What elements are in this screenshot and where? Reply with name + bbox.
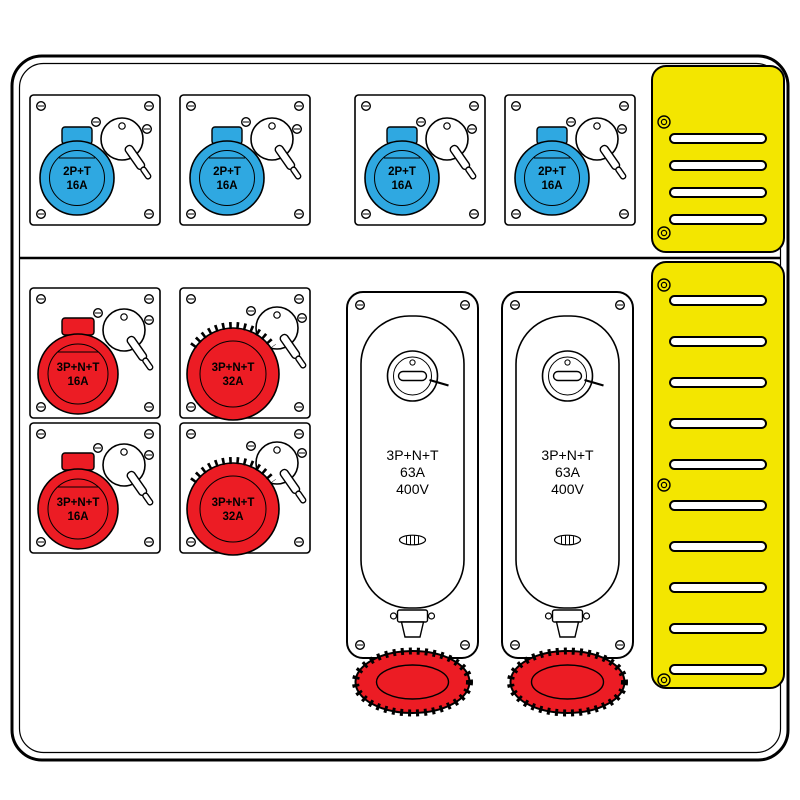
socket-label: 16A	[541, 180, 562, 192]
blue-socket-module-4: 2P+T 16A	[505, 95, 635, 225]
breaker-label: 400V	[551, 481, 584, 497]
vent-slot-icon	[669, 582, 767, 593]
socket-label: 3P+N+T	[57, 362, 100, 374]
breaker-label: 63A	[400, 464, 426, 480]
vent-panel	[651, 65, 785, 689]
vent-slot-icon	[669, 664, 767, 675]
socket-label: 16A	[67, 376, 88, 388]
vent-slot-icon	[669, 336, 767, 347]
socket-label: 16A	[391, 180, 412, 192]
blue-socket-module-1: 2P+T 16A	[30, 95, 160, 225]
breaker-label: 63A	[555, 464, 581, 480]
red-socket-module-16a-1: 3P+N+T 16A	[30, 288, 160, 418]
socket-label: 2P+T	[213, 166, 241, 178]
red-socket-module-32a-1: 3P+N+T 32A	[180, 288, 310, 420]
breaker-label: 3P+N+T	[386, 447, 439, 463]
breaker-label: 3P+N+T	[541, 447, 594, 463]
socket-label: 2P+T	[63, 166, 91, 178]
socket-label: 2P+T	[388, 166, 416, 178]
socket-label: 3P+N+T	[57, 497, 100, 509]
vent-panel-top	[651, 65, 785, 253]
socket-label: 3P+N+T	[212, 362, 255, 374]
socket-label: 2P+T	[538, 166, 566, 178]
breaker-body	[347, 292, 478, 713]
socket-label: 16A	[66, 180, 87, 192]
breaker-module-63a-1: 3P+N+T 63A 400V	[347, 292, 478, 713]
vent-slot-icon	[669, 459, 767, 470]
breaker-body	[502, 292, 633, 713]
vent-slot-icon	[669, 500, 767, 511]
vent-panel-bottom	[651, 261, 785, 689]
vent-slot-icon	[669, 377, 767, 388]
breaker-label: 400V	[396, 481, 429, 497]
vent-slot-icon	[669, 623, 767, 634]
vent-slot-icon	[669, 187, 767, 198]
socket-label: 3P+N+T	[212, 497, 255, 509]
socket-label: 16A	[216, 180, 237, 192]
breaker-module-63a-2: 3P+N+T 63A 400V	[502, 292, 633, 713]
red-socket-module-32a-2: 3P+N+T 32A	[180, 423, 310, 555]
vent-slot-icon	[669, 541, 767, 552]
red-socket-module-16a-2: 3P+N+T 16A	[30, 423, 160, 553]
vent-slot-icon	[669, 295, 767, 306]
vent-slot-icon	[669, 133, 767, 144]
vent-slot-icon	[669, 214, 767, 225]
vent-slot-icon	[669, 418, 767, 429]
socket-label: 32A	[222, 376, 243, 388]
vent-slot-icon	[669, 160, 767, 171]
socket-label: 32A	[222, 511, 243, 523]
socket-label: 16A	[67, 511, 88, 523]
blue-socket-module-2: 2P+T 16A	[180, 95, 310, 225]
blue-socket-module-3: 2P+T 16A	[355, 95, 485, 225]
